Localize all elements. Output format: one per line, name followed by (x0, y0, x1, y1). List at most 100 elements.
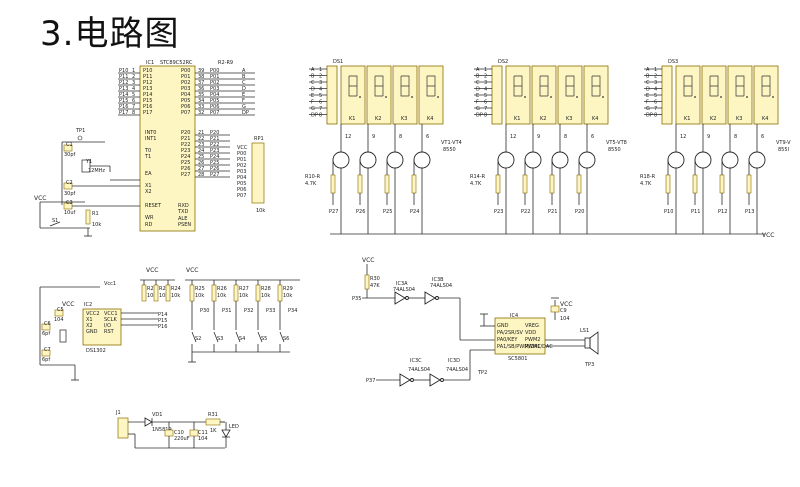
mcu-p2-pin: P20 (181, 130, 190, 136)
seg-pin-label: D (476, 87, 480, 93)
mcu-p0-net: P02 (210, 80, 219, 86)
mcu-p2-num: 24 (198, 148, 204, 154)
mcu-func-pin: INT1 (145, 136, 156, 142)
vcc-label-keys1: VCC (146, 267, 158, 274)
pullup-ref: R22 (147, 286, 157, 292)
seg-pin-label: C (476, 80, 480, 86)
pullup-val: 10k (159, 293, 168, 299)
sound-right-pin: VREG (525, 323, 539, 329)
seg-pin-label: G (476, 106, 480, 112)
base-net-label: P23 (494, 209, 503, 215)
seg-pin-num: 3 (319, 80, 322, 86)
mcu-p0-seg: F (242, 98, 245, 104)
mcu-p2-net: P23 (210, 148, 219, 154)
switch-ref: S4 (239, 336, 245, 342)
rtc-pin: X2 (86, 323, 93, 329)
mcu-left-pin: P15 (143, 98, 152, 104)
r1-res (85, 209, 91, 225)
pnp-transistor (578, 151, 596, 169)
transistor-model: 8550 (443, 147, 456, 153)
pullup-ref: R23 (159, 286, 169, 292)
mcu-p2-pin: P27 (181, 172, 190, 178)
c3-val: 10uf (64, 210, 76, 216)
inv-b-ref: IC3B (432, 277, 444, 283)
seg-pin-label: B (476, 74, 480, 80)
rtc-chip (82, 308, 122, 346)
pullup-val: 10k (239, 293, 248, 299)
base-res-val: 4.7K (305, 181, 317, 187)
digit-com-label: K3 (736, 116, 742, 122)
pullup-ref: R28 (261, 286, 271, 292)
base-net-label: P25 (383, 209, 392, 215)
mcu-p0-num: 36 (198, 86, 204, 92)
rtc-pin: VCC2 (86, 311, 100, 317)
seg-pin-label: C (311, 80, 315, 86)
vd1-ref: VD1 (152, 412, 162, 418)
collector-pin-num: 8 (734, 134, 737, 140)
mcu-left-num: 5 (132, 92, 135, 98)
vcc-label-audio: VCC (362, 257, 374, 264)
mcu-left-net: P10 (119, 68, 128, 74)
c9-cap (550, 305, 560, 313)
mcu-model: STC89C52RC (160, 60, 193, 66)
sound-right-pin: PWM1/DAC (525, 344, 553, 350)
seg-pin-num: 6 (654, 100, 657, 106)
c11-val: 104 (198, 436, 208, 442)
c3-ref: C3 (66, 200, 73, 206)
base-resistor (719, 174, 725, 194)
mcu-p2-num: 23 (198, 142, 204, 148)
base-resistor (411, 174, 417, 194)
mcu-left-pin: P11 (143, 74, 152, 80)
seg-pin-num: 8 (319, 113, 322, 119)
mcu-ref: IC1 (146, 60, 154, 66)
mcu-p2-num: 25 (198, 154, 204, 160)
seg-pin-label: B (311, 74, 315, 80)
mcu-p0-net: P01 (210, 74, 219, 80)
mcu-p0-seg: C (242, 80, 246, 86)
seg-pin-label: E (311, 93, 314, 99)
speaker (584, 337, 591, 349)
vcc-label-keys2: VCC (186, 267, 198, 274)
mcu-p2-net: P20 (210, 130, 219, 136)
seg-pin-label: F (646, 100, 649, 106)
tp1-point (77, 135, 83, 141)
c11-cap (189, 429, 199, 437)
mcu-func-pin: WR (145, 215, 154, 221)
seg-pin-label: A (646, 67, 650, 73)
mcu-p0-pin: P00 (181, 68, 190, 74)
pullup-val: 10k (261, 293, 270, 299)
c1-cap (63, 144, 73, 152)
digit-com-label: K1 (349, 116, 355, 122)
r1-val: 10k (92, 222, 101, 228)
seg-pin-num: 8 (654, 113, 657, 119)
c10-val: 220uF (174, 436, 190, 442)
seg-pin-label: D (646, 87, 650, 93)
mcu-left-num: 8 (132, 110, 135, 116)
transistor-ref: VT9-V (776, 140, 791, 146)
rp-value: 10k (256, 208, 265, 214)
display-pin-block (491, 65, 503, 125)
pullup-ref: R29 (283, 286, 293, 292)
base-net-label: P22 (521, 209, 530, 215)
rp-pin-net: P06 (237, 187, 246, 193)
digit-segments (513, 75, 523, 97)
switch-net: P34 (288, 308, 297, 314)
digit-com-label: K4 (427, 116, 433, 122)
vcc-label-display: VCC (762, 232, 774, 239)
vd1-model: 1N5819 (152, 427, 172, 433)
pnp-transistor (667, 151, 685, 169)
seg-pin-label: C (646, 80, 650, 86)
vcc-label-rtc: VCC (62, 301, 74, 308)
digit-segments (426, 75, 436, 97)
digit-com-label: K1 (514, 116, 520, 122)
mcu-p2-net: P21 (210, 136, 219, 142)
switch-lever (191, 331, 197, 343)
mcu-left-pin: P16 (143, 104, 152, 110)
base-net-label: P13 (745, 209, 754, 215)
collector-pin-num: 12 (510, 134, 516, 140)
mcu-func-pin: X1 (145, 183, 152, 189)
digit-segments (539, 75, 549, 97)
power-section: J1 VD1 1N5819 C10 220uF C11 104 R31 1K L… (115, 410, 239, 449)
mcu-left-pin: P17 (143, 110, 152, 116)
base-net-label: P12 (718, 209, 727, 215)
